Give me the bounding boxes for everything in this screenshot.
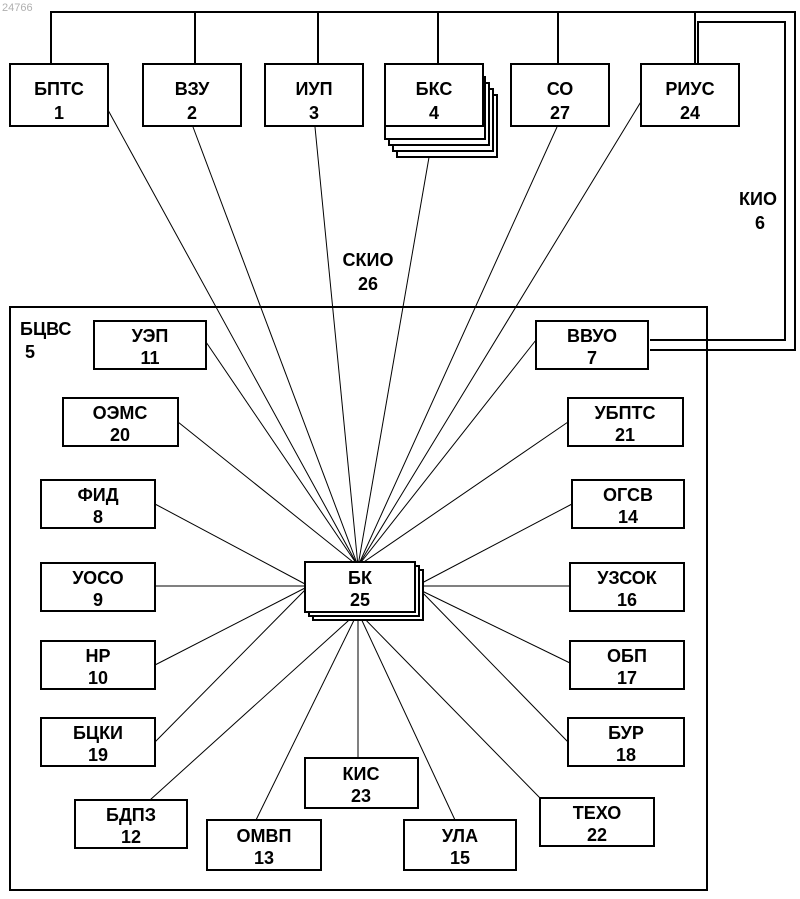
block-name: ФИД (77, 485, 118, 505)
block-name: УЗСОК (597, 568, 658, 588)
block-number: 16 (617, 590, 637, 610)
block-name: ОЭМС (93, 403, 148, 423)
block-number: 7 (587, 348, 597, 368)
block-number: 21 (615, 425, 635, 445)
block-number: 15 (450, 848, 470, 868)
block-name: УЛА (442, 826, 478, 846)
block-bcki: БЦКИ 19 (41, 718, 155, 766)
block-name: СО (547, 79, 574, 99)
block-so: СО 27 (511, 64, 609, 126)
reference-number: 24766 (2, 2, 33, 14)
block-number: 19 (88, 745, 108, 765)
block-name: БЦКИ (73, 723, 123, 743)
block-ubpts: УБПТС 21 (568, 398, 683, 446)
block-name: БУР (608, 723, 644, 743)
block-iup: ИУП 3 (265, 64, 363, 126)
block-number: 11 (140, 348, 159, 368)
block-name: БК (348, 568, 373, 588)
block-number: 17 (617, 668, 637, 688)
block-number: 1 (54, 103, 64, 123)
skio-label-number: 26 (358, 274, 378, 294)
skio-label-name: СКИО (343, 250, 394, 270)
frame-label-name: БЦВС (20, 319, 71, 339)
block-vzu: ВЗУ 2 (143, 64, 241, 126)
block-name: ВВУО (567, 326, 617, 346)
block-number: 10 (88, 668, 108, 688)
block-number: 4 (429, 103, 439, 123)
block-name: УБПТС (594, 403, 655, 423)
block-name: ОМВП (237, 826, 292, 846)
block-name: ТЕХО (573, 803, 622, 823)
block-name: ОГСВ (603, 485, 653, 505)
block-bk: БК 25 (305, 562, 415, 612)
block-number: 3 (309, 103, 319, 123)
block-name: БПТС (34, 79, 84, 99)
block-name: УОСО (72, 568, 123, 588)
block-number: 23 (351, 786, 371, 806)
block-number: 8 (93, 507, 103, 527)
block-obp: ОБП 17 (570, 641, 684, 689)
block-number: 14 (618, 507, 638, 527)
kio-label-name: КИО (739, 189, 777, 209)
block-name: ИУП (295, 79, 332, 99)
block-bks: БКС 4 (385, 64, 483, 126)
block-number: 27 (550, 103, 570, 123)
block-oems: ОЭМС 20 (63, 398, 178, 446)
block-rius: РИУС 24 (641, 64, 739, 126)
block-ula: УЛА 15 (404, 820, 516, 870)
block-name: НР (85, 646, 110, 666)
block-number: 9 (93, 590, 103, 610)
block-bdpz: БДПЗ 12 (75, 800, 187, 848)
block-number: 22 (587, 825, 607, 845)
block-uoso: УОСО 9 (41, 563, 155, 611)
block-number: 13 (254, 848, 274, 868)
block-bpts: БПТС 1 (10, 64, 108, 126)
block-name: БДПЗ (106, 805, 156, 825)
block-number: 18 (616, 745, 636, 765)
block-name: ОБП (607, 646, 647, 666)
frame-label-number: 5 (25, 342, 35, 362)
block-number: 25 (350, 590, 370, 610)
block-number: 24 (680, 103, 700, 123)
block-kis: КИС 23 (305, 758, 418, 808)
kio-label-number: 6 (755, 213, 765, 233)
block-uep: УЭП 11 (94, 321, 206, 369)
block-name: УЭП (132, 326, 169, 346)
block-name: БКС (416, 79, 453, 99)
block-vvuo: ВВУО 7 (536, 321, 648, 369)
block-fid: ФИД 8 (41, 480, 155, 528)
block-uzsok: УЗСОК 16 (570, 563, 684, 611)
block-ogsv: ОГСВ 14 (572, 480, 684, 528)
block-number: 2 (187, 103, 197, 123)
block-name: КИС (343, 764, 380, 784)
block-name: РИУС (665, 79, 714, 99)
block-omvp: ОМВП 13 (207, 820, 321, 870)
block-number: 20 (110, 425, 130, 445)
block-texo: ТЕХО 22 (540, 798, 654, 846)
block-number: 12 (121, 827, 141, 847)
block-name: ВЗУ (175, 79, 210, 99)
block-nr: НР 10 (41, 641, 155, 689)
block-bur: БУР 18 (568, 718, 684, 766)
kio-bus (51, 12, 795, 350)
